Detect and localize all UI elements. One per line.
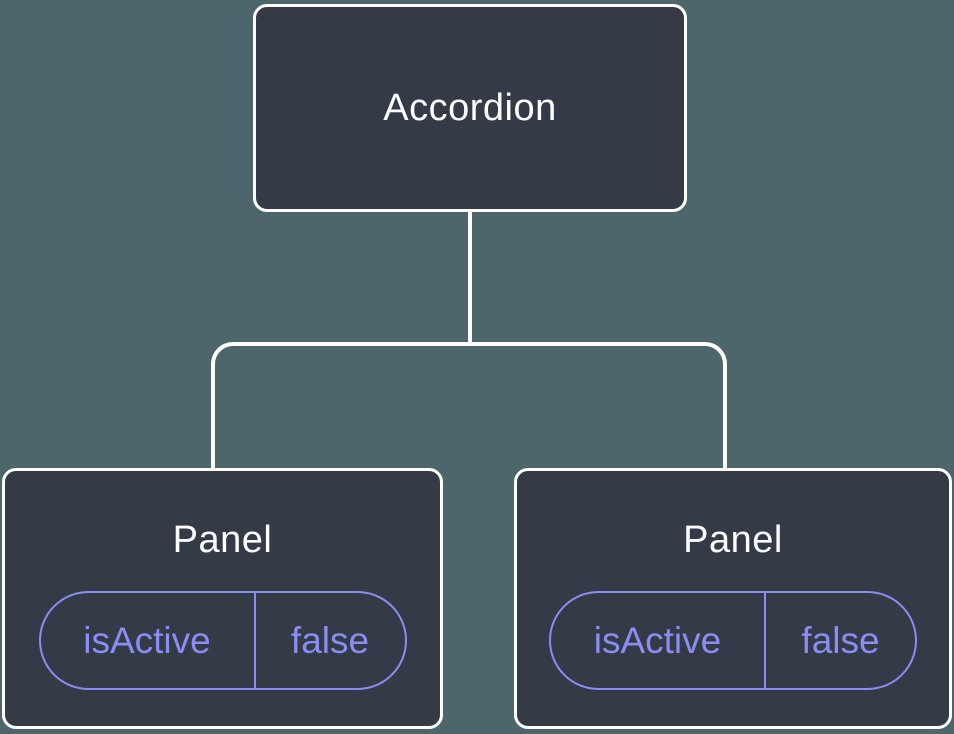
accordion-node-label: Accordion bbox=[383, 86, 557, 129]
panel-node-left: Panel isActive false bbox=[2, 468, 443, 729]
state-pill: isActive false bbox=[549, 591, 917, 690]
panel-node-label: Panel bbox=[172, 519, 273, 561]
panel-node-label: Panel bbox=[683, 519, 783, 561]
state-pill: isActive false bbox=[38, 591, 407, 690]
accordion-node: Accordion bbox=[253, 4, 687, 212]
panel-node-right: Panel isActive false bbox=[514, 468, 952, 729]
state-value: false bbox=[764, 593, 915, 688]
connector-branch-bracket bbox=[211, 342, 727, 468]
state-value: false bbox=[253, 593, 405, 688]
state-key: isActive bbox=[83, 619, 211, 661]
state-key: isActive bbox=[593, 619, 722, 661]
connector-root-stem bbox=[468, 210, 472, 346]
